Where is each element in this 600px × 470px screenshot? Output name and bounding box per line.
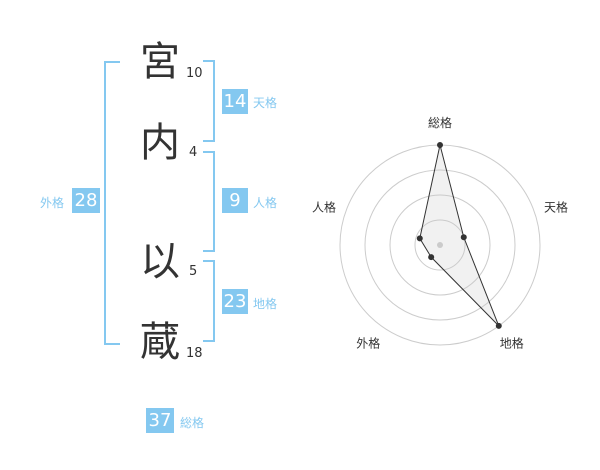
radar-axis-label-5: 人格 (312, 199, 336, 214)
radar-axis-label-1: 総格 (428, 115, 452, 130)
tenkaku-label: 天格 (253, 96, 278, 110)
radar-point-1 (437, 142, 443, 148)
gaikaku-value: 28 (72, 188, 100, 213)
chikaku-bracket (203, 260, 215, 342)
name-char-3: 以 (140, 239, 180, 285)
soukaku-value: 37 (146, 408, 174, 433)
radar-ring-1 (414, 219, 466, 271)
tenkaku-value: 14 (222, 89, 248, 114)
radar-polygon (419, 144, 500, 327)
chikaku-label: 地格 (253, 297, 278, 311)
name-char-1: 宮 (140, 39, 180, 85)
radar-ring-3 (364, 169, 516, 321)
chikaku-value: 23 (222, 289, 248, 314)
jinkaku-value: 9 (222, 188, 248, 213)
name-char-2: 内 (140, 120, 180, 166)
tenkaku-bracket (203, 60, 215, 142)
gaikaku-label: 外格 (40, 196, 65, 210)
jinkaku-bracket (203, 151, 215, 252)
radar-ring-2 (389, 194, 491, 296)
stroke-count-2: 4 (189, 145, 198, 160)
gaikaku-bracket (104, 61, 120, 345)
stroke-count-4: 18 (186, 346, 203, 361)
radar-point-4 (428, 254, 435, 261)
radar-point-3 (495, 322, 502, 329)
soukaku-label: 総格 (180, 416, 205, 430)
radar-axis-label-2: 天格 (544, 199, 568, 214)
radar-point-2 (460, 234, 467, 241)
stroke-count-3: 5 (189, 264, 198, 279)
radar-center-dot (437, 242, 443, 248)
jinkaku-label: 人格 (253, 196, 278, 210)
stroke-count-1: 10 (186, 66, 203, 81)
radar-axis-label-3: 地格 (500, 336, 524, 351)
name-char-4: 蔵 (140, 319, 180, 365)
radar-axis-label-4: 外格 (356, 336, 380, 351)
radar-point-5 (416, 235, 423, 242)
